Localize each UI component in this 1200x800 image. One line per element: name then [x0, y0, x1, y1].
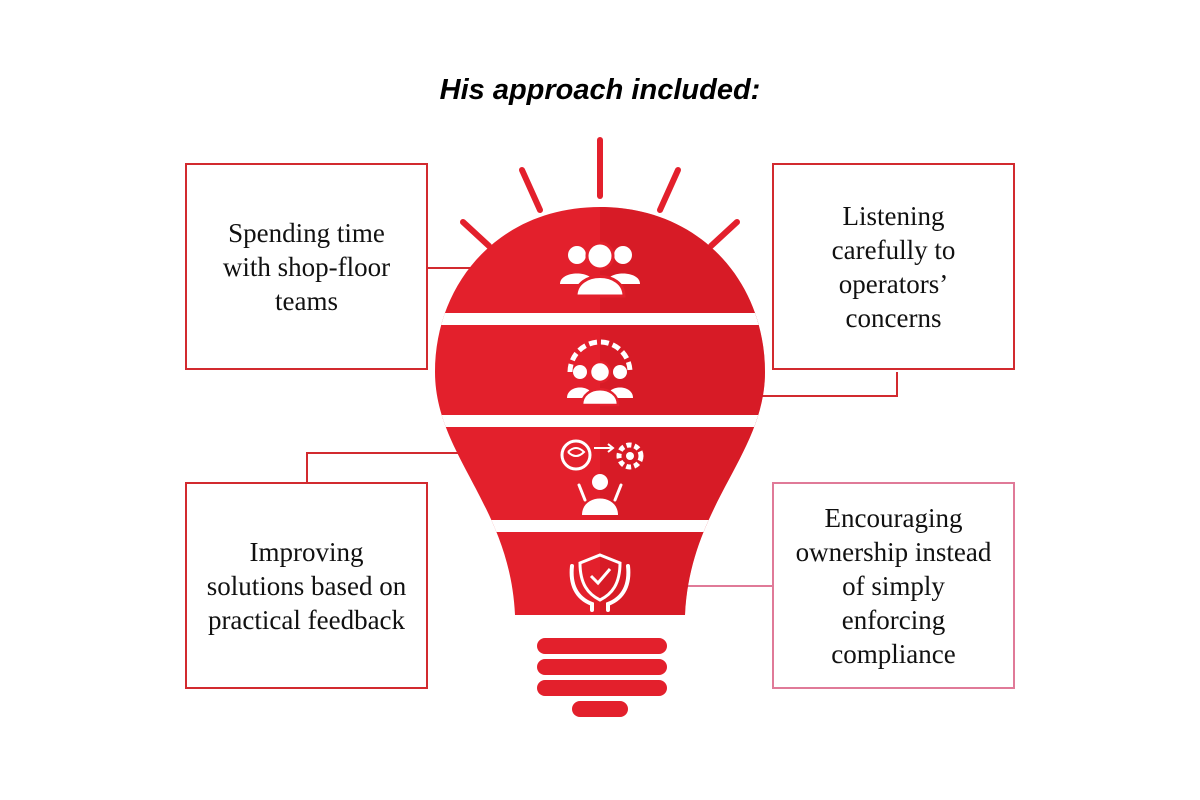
team-icon: [560, 241, 640, 298]
ray-right-2: [708, 219, 740, 249]
diagram-title: His approach included:: [439, 74, 761, 106]
approach-box-3: Improving solutions based on practical f…: [185, 482, 428, 689]
idea-to-action-icon: [560, 439, 644, 515]
connector-3: [306, 452, 460, 482]
connectors: [306, 267, 898, 587]
approach-box-1: Spending time with shop-floor teams: [185, 163, 428, 370]
ray-left-2: [460, 219, 492, 249]
hands-shield-icon: [569, 553, 631, 612]
approach-box-4: Encouraging ownership instead of simply …: [772, 482, 1015, 689]
approach-box-2: Listening carefully to operators’ concer…: [772, 163, 1015, 370]
team-gear-icon: [567, 339, 633, 407]
light-rays: [460, 137, 740, 249]
ray-right-1: [657, 167, 681, 213]
bulb-base: [537, 638, 667, 717]
ray-left-1: [519, 167, 543, 213]
connector-2: [755, 372, 898, 397]
